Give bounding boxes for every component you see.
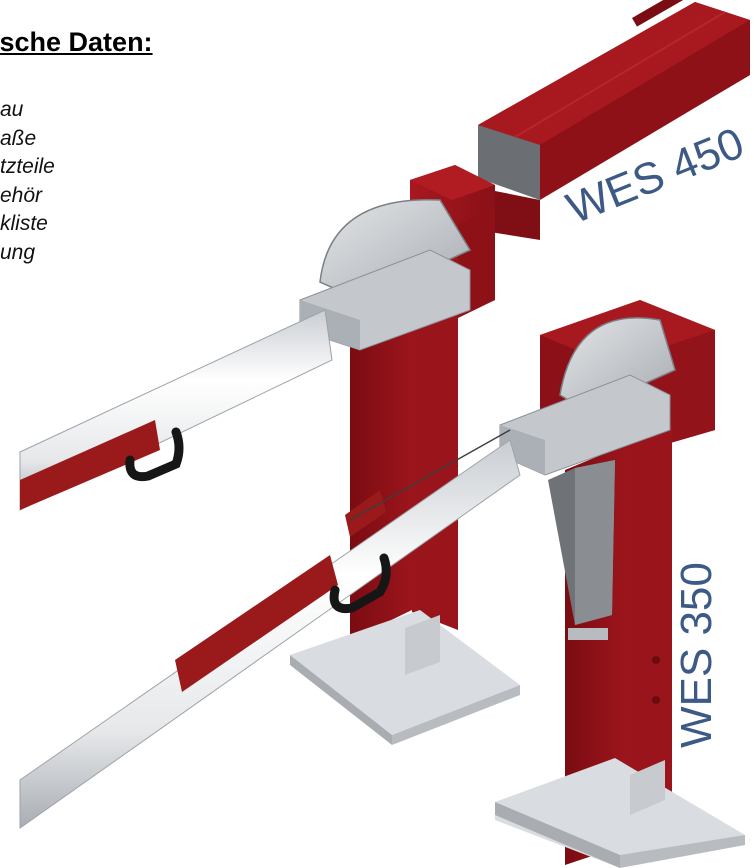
link-anleitung[interactable]: ung xyxy=(0,240,36,264)
link-zubehoer[interactable]: ehör xyxy=(0,183,43,207)
section-links: au aße tzteile ehör kliste ung xyxy=(0,96,110,276)
wes350-label: WES 350 xyxy=(672,562,721,748)
wes350-boom xyxy=(19,429,521,829)
page-title: ische Daten: xyxy=(0,27,153,57)
link-aufbau[interactable]: au xyxy=(0,98,24,121)
link-ersatzteile[interactable]: tzteile xyxy=(0,155,55,178)
link-abmasse[interactable]: aße xyxy=(0,126,37,150)
wes450-unit xyxy=(290,0,750,745)
link-checkliste[interactable]: kliste xyxy=(0,212,48,235)
wes450-boom xyxy=(19,309,333,511)
wes350-unit xyxy=(495,300,745,868)
